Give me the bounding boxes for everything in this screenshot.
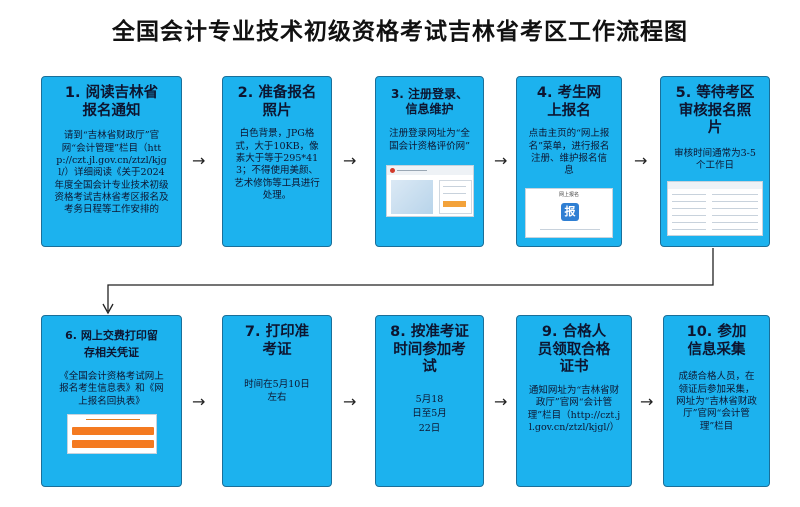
- step-8-box: 8. 按准考证时间参加考试 5月18日至5月22日: [375, 315, 484, 487]
- registration-icon-label: 报: [564, 204, 576, 218]
- review-status-screenshot: [667, 180, 763, 236]
- step-5-box: 5. 等待考区审核报名照片 审核时间通常为3-5个工作日: [660, 76, 770, 247]
- step-3-title: 3. 注册登录、信息维护: [390, 87, 469, 116]
- step-3-box: 3. 注册登录、信息维护 注册登录网址为“全国会计资格评价网”: [375, 76, 484, 247]
- arrow-6-7: →: [192, 392, 206, 411]
- step-9-body: 通知网址为“吉林省财政厅”官网“会计管理”栏目（http://czt.jl.go…: [527, 385, 621, 434]
- arrow-1-2: →: [192, 151, 206, 170]
- step-9-title: 9. 合格人员领取合格证书: [537, 324, 611, 376]
- step-3-body: 注册登录网址为“全国会计资格评价网”: [389, 128, 470, 152]
- online-registration-label: 网上报名: [558, 191, 579, 198]
- arrow-3-4: →: [494, 151, 508, 170]
- step-10-title: 10. 参加信息采集: [686, 324, 747, 358]
- login-page-screenshot: [385, 164, 474, 217]
- step-7-body: 时间在5月10日左右: [244, 379, 310, 403]
- payment-receipt-screenshot: [66, 414, 157, 455]
- step-4-title: 4. 考生网上报名: [536, 85, 602, 119]
- step-8-title: 8. 按准考证时间参加考试: [390, 324, 469, 376]
- step-10-body: 成绩合格人员，在领证后参加采集，网址为“吉林省财政厅”官网“会计管理”栏目: [676, 371, 757, 432]
- page-title: 全国会计专业技术初级资格考试吉林省考区工作流程图: [112, 19, 688, 45]
- step-9-box: 9. 合格人员领取合格证书 通知网址为“吉林省财政厅”官网“会计管理”栏目（ht…: [516, 315, 632, 487]
- step-6-title: 6. 网上交费打印留存相关凭证: [65, 329, 158, 359]
- step-1-body: 请到“吉林省财政厅”官网“会计管理”栏目（http://czt.jl.gov.c…: [54, 130, 169, 216]
- step-5-body: 审核时间通常为3-5个工作日: [674, 148, 756, 172]
- step-10-box: 10. 参加信息采集 成绩合格人员，在领证后参加采集，网址为“吉林省财政厅”官网…: [663, 315, 770, 487]
- step-7-title: 7. 打印准考证: [244, 324, 310, 358]
- step-6-box: 6. 网上交费打印留存相关凭证 《全国会计资格考试网上报名考生信息表》和《网上报…: [41, 315, 182, 487]
- step-4-box: 4. 考生网上报名 点击主页的“网上报名”菜单，进行报名注册、维护报名信息 网上…: [516, 76, 622, 247]
- arrow-9-10: →: [640, 392, 654, 411]
- online-registration-screenshot: 网上报名 报: [525, 187, 613, 238]
- step-2-box: 2. 准备报名照片 白色背景，JPG格式，大于10KB，像素大于等于295*41…: [222, 76, 332, 247]
- step-2-body: 白色背景，JPG格式，大于10KB，像素大于等于295*413；不得使用美颜、艺…: [234, 128, 320, 202]
- arrow-4-5: →: [634, 151, 648, 170]
- arrow-7-8: →: [343, 392, 357, 411]
- step-2-title: 2. 准备报名照片: [237, 85, 317, 119]
- registration-icon: 报: [561, 202, 579, 221]
- arrow-2-3: →: [343, 151, 357, 170]
- step-1-title: 1. 阅读吉林省报名通知: [64, 85, 159, 119]
- step-6-body: 《全国会计资格考试网上报名考生信息表》和《网上报名回执表》: [59, 371, 164, 407]
- arrow-8-9: →: [494, 392, 508, 411]
- step-4-body: 点击主页的“网上报名”菜单，进行报名注册、维护报名信息: [528, 128, 610, 177]
- step-8-body: 5月18日至5月22日: [412, 394, 447, 434]
- step-1-box: 1. 阅读吉林省报名通知 请到“吉林省财政厅”官网“会计管理”栏目（http:/…: [41, 76, 182, 247]
- step-7-box: 7. 打印准考证 时间在5月10日左右: [222, 315, 332, 487]
- step-5-title: 5. 等待考区审核报名照片: [675, 85, 755, 137]
